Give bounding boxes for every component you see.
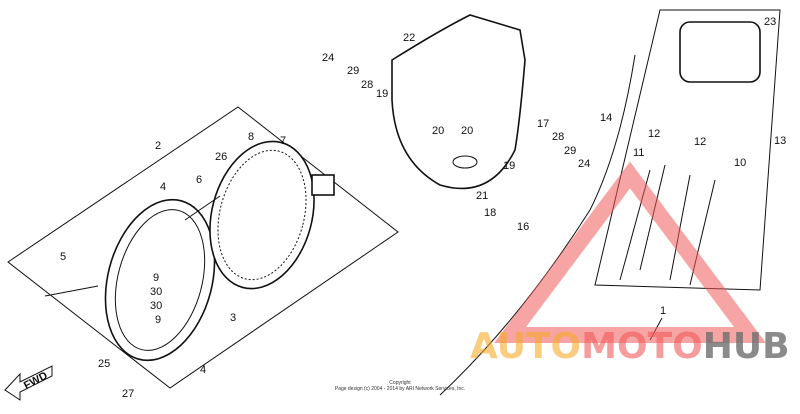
speedometer-cable (439, 54, 636, 396)
copyright-text: Page design (c) 2004 - 2014 by ARI Netwo… (334, 386, 466, 392)
watermark-logo-text: AUTOMOTOHUB (470, 327, 790, 367)
callout-5: 5 (60, 251, 66, 263)
callout-18: 18 (484, 207, 496, 219)
headlight-group-frame (7, 106, 399, 389)
bulb-socket (311, 174, 335, 196)
callout-8: 8 (248, 131, 254, 143)
callout-22: 22 (403, 32, 415, 44)
speedometer (679, 21, 761, 83)
case-hole (452, 155, 478, 169)
callout-12: 12 (694, 136, 706, 148)
callout-17: 17 (537, 118, 549, 130)
headlight-lens-inner (217, 149, 307, 281)
headlight-lens (209, 140, 315, 290)
callout-28: 28 (552, 131, 564, 143)
fwd-label: FWD (22, 370, 50, 392)
callout-20: 20 (461, 125, 473, 137)
headlight-rim (104, 198, 216, 362)
callout-4: 4 (160, 181, 166, 193)
callout-6: 6 (196, 174, 202, 186)
watermark-moto: MOTO (581, 326, 703, 367)
callout-30: 30 (150, 300, 162, 312)
callout-28: 28 (361, 79, 373, 91)
callout-12: 12 (648, 128, 660, 140)
watermark-auto: AUTO (470, 326, 582, 367)
callout-29: 29 (347, 65, 359, 77)
callout-2: 2 (155, 140, 161, 152)
callout-27: 27 (122, 388, 134, 400)
callout-9: 9 (153, 272, 159, 284)
screw-6 (184, 195, 221, 221)
screw-5 (44, 285, 99, 297)
copyright-title: Copyright (389, 380, 411, 386)
callout-13: 13 (774, 135, 786, 147)
callout-24: 24 (322, 52, 334, 64)
callout-30: 30 (150, 286, 162, 298)
callout-4: 4 (200, 364, 206, 376)
callout-16: 16 (517, 221, 529, 233)
callout-11: 11 (633, 147, 644, 159)
callout-7: 7 (280, 135, 286, 147)
callout-21: 21 (476, 190, 488, 202)
callout-14: 14 (600, 112, 612, 124)
callout-3: 3 (230, 312, 236, 324)
callout-25: 25 (98, 358, 110, 370)
watermark-logo-triangle (494, 161, 766, 343)
callout-19: 19 (376, 88, 388, 100)
callout-1: 1 (660, 305, 666, 317)
callout-10: 10 (734, 157, 746, 169)
callout-23: 23 (764, 16, 776, 28)
copyright-notice: Copyright Page design (c) 2004 - 2014 by… (300, 380, 500, 392)
callout-19: 19 (503, 160, 515, 172)
callout-26: 26 (215, 151, 227, 163)
watermark-hub: HUB (702, 326, 790, 367)
callout-29: 29 (564, 145, 576, 157)
fwd-arrow-icon (4, 365, 53, 401)
callout-20: 20 (432, 125, 444, 137)
headlight-rim-inner (114, 209, 206, 351)
headlight-case (391, 14, 526, 190)
callout-9: 9 (155, 314, 161, 326)
callout-24: 24 (578, 158, 590, 170)
